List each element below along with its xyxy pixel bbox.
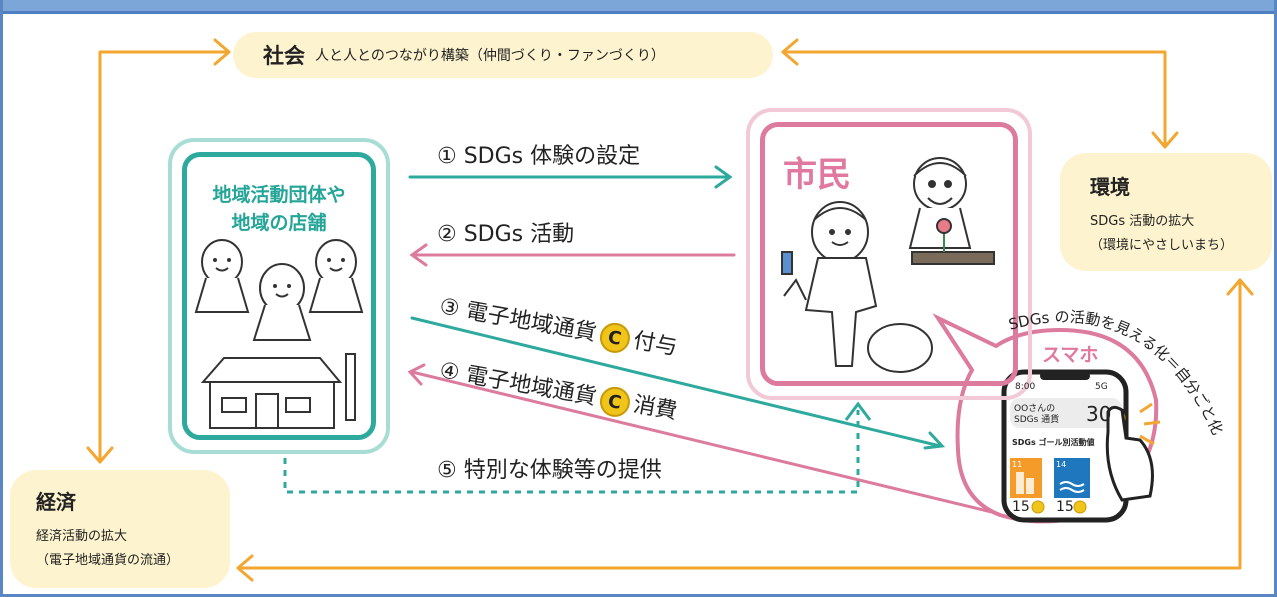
citizen-illustration [781,157,995,373]
group-people-illustration [194,239,364,341]
step1-arrow [408,165,733,189]
economy-title: 経済 [36,490,76,514]
economy-to-environment-arrow [236,278,1242,570]
economy-box: 経済 経済活動の拡大 （電子地域通貨の流通） [10,470,230,588]
goal11-number: 11 [1012,460,1023,469]
environment-line2: （環境にやさしいまち） [1090,238,1234,253]
local-groups-title: 地域活動団体や 地域の店舗 [187,181,371,237]
phone-arc-caption: SDGs の活動を見える化＝自分ごと化 [1007,308,1227,438]
goal11-value: 15 [1012,499,1030,515]
social-left-arrowhead [213,38,231,66]
step5-label: ⑤ 特別な体験等の提供 [437,458,662,483]
environment-up-arrowhead [1226,278,1254,296]
coin-icon: C [597,320,633,356]
environment-title: 環境 [1090,175,1130,199]
social-to-environment-arrow [781,50,1167,147]
economy-left-arrowhead [236,554,254,582]
social-bubble: 社会 人と人とのつながり構築（仲間づくり・ファンづくり） [233,32,773,78]
phone-goal-header: SDGs ゴール別活動値 [1012,438,1095,447]
local-groups-title-line2: 地域の店舗 [231,212,327,234]
economy-line1: 経済活動の拡大 [36,529,128,544]
phone-owner: OOさんの SDGs 通貨 [1014,404,1059,426]
phone-illustration [1001,369,1161,523]
phone-label: スマホ [1042,344,1099,366]
coin-icon: C [597,384,633,420]
step2-arrow [409,243,736,267]
step4-arrow [407,363,1002,516]
phone-balance: 30 [1086,402,1112,426]
social-title: 社会 [263,44,305,68]
phone-signal: 5G [1095,382,1108,392]
step5-arrowhead [844,401,872,421]
local-groups-inner: 地域活動団体や 地域の店舗 [182,152,376,440]
goal14-value: 15 [1056,499,1074,515]
phone-owner-line2: SDGs 通貨 [1014,415,1060,425]
social-right-arrowhead [781,38,799,66]
environment-line1: SDGs 活動の拡大 [1090,214,1195,229]
step2-label: ② SDGs 活動 [437,222,575,247]
economy-line2: （電子地域通貨の流通） [36,553,180,568]
step3-arrow [410,316,946,450]
cycle-arrows [86,38,1254,582]
phone-owner-line1: OOさんの [1014,404,1056,414]
phone-time: 8:00 [1015,382,1036,392]
environment-box: 環境 SDGs 活動の拡大 （環境にやさしいまち） [1060,153,1272,271]
social-to-economy-arrow [98,50,230,462]
citizen-box: 市民 [746,108,1032,400]
step1-label: ① SDGs 体験の設定 [437,144,641,169]
step4-suffix: 消費 [631,392,679,425]
top-band [0,0,1277,14]
step5-arrow [283,410,860,494]
shop-illustration [200,353,356,429]
citizen-title: 市民 [783,155,851,195]
local-groups-box: 地域活動団体や 地域の店舗 [168,138,390,454]
goal14-number: 14 [1056,460,1067,469]
environment-arrowhead [1151,131,1179,149]
local-groups-title-line1: 地域活動団体や [212,184,346,206]
social-description: 人と人とのつながり構築（仲間づくり・ファンづくり） [315,48,665,64]
step3-suffix: 付与 [631,328,679,361]
citizen-inner: 市民 [760,122,1018,386]
economy-arrowhead [86,446,114,464]
